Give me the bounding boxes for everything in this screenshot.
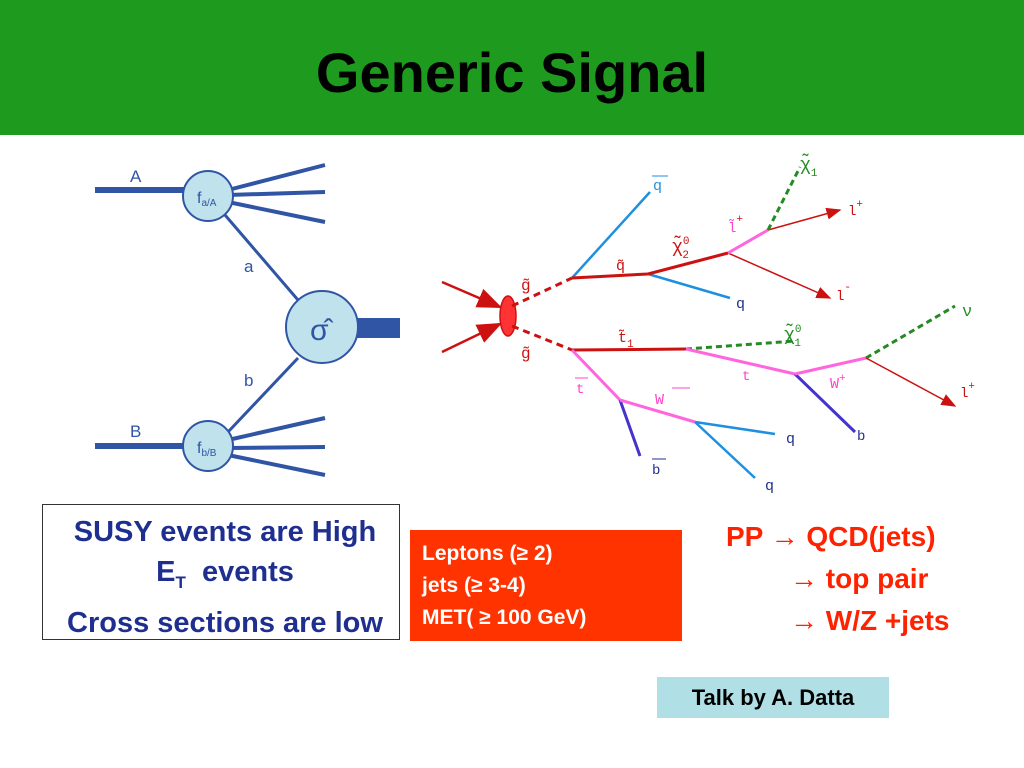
bbar-line — [618, 399, 642, 457]
neutralino1-top-label: χ̃1 — [800, 153, 818, 180]
slepton-line — [727, 228, 769, 255]
cut-met: MET( ≥ 100 GeV) — [422, 606, 587, 629]
remnant-a-3 — [227, 200, 326, 224]
qbar-label: q — [653, 178, 662, 195]
background-list: PP → QCD(jets) → top pair → W/Z +jets — [700, 516, 1000, 642]
lepton-plus-bottom-label: l+ — [960, 381, 975, 402]
lepton-minus-line — [727, 252, 832, 299]
q3-line — [694, 421, 756, 479]
remnant-b-1 — [227, 416, 326, 442]
beam-a-label: A — [130, 167, 142, 186]
remnant-b-3 — [227, 453, 326, 477]
stop-line — [571, 347, 687, 352]
susy-text-box — [42, 504, 400, 640]
q3-label: q — [765, 478, 774, 495]
incoming-proton-2 — [441, 322, 503, 354]
tbar-label: t — [576, 382, 584, 398]
pdf-a-label: fa/A — [197, 190, 217, 209]
t-label: t — [742, 369, 750, 385]
parton-b-line — [226, 356, 300, 434]
lepton-minus-label: l- — [836, 282, 851, 305]
q2-line — [694, 420, 776, 436]
beam-b-label: B — [130, 422, 141, 441]
w-plus-line — [794, 356, 867, 376]
parton-b-label: b — [244, 371, 253, 390]
pdf-b-node — [182, 420, 234, 472]
b-right-label: b — [857, 429, 865, 445]
susy-line-2: ET events — [156, 556, 294, 592]
cut-leptons: Leptons (≥ 2) — [422, 542, 553, 565]
stop-label: t̃1 — [618, 330, 634, 351]
t-line — [685, 347, 796, 376]
neutralino2-line — [647, 251, 729, 276]
qbar-line — [571, 191, 651, 279]
collision-vertex — [499, 295, 517, 337]
w-plus-label: W+ — [830, 373, 846, 393]
sigma-node — [285, 290, 359, 364]
susy-line-3: Cross sections are low — [67, 606, 383, 639]
q2-label: q — [786, 431, 795, 448]
neutrino-line — [865, 304, 956, 360]
squark-label: q̃ — [616, 258, 625, 275]
gluino-top-label: g̃ — [521, 277, 531, 295]
gluino-bottom-line — [511, 324, 573, 352]
remnant-a-1 — [227, 163, 326, 192]
b-right-line — [793, 372, 857, 434]
parton-a-line — [223, 214, 300, 301]
lepton-plus-top-line — [767, 207, 842, 231]
neutralino1-mid-line — [685, 339, 796, 351]
q1-line — [647, 272, 731, 300]
slepton-label: l̃+ — [728, 214, 743, 237]
background-wz: → W/Z +jets — [790, 605, 950, 636]
gluino-bottom-label: g̃ — [521, 345, 531, 363]
bbar-label: b — [652, 463, 660, 479]
sigma-label: σ̂ — [310, 314, 334, 347]
pdf-a-node — [182, 170, 234, 222]
incoming-proton-1 — [441, 280, 503, 309]
background-qcd: PP → QCD(jets) — [726, 521, 936, 552]
background-top: → top pair — [790, 563, 929, 594]
squark-line — [571, 272, 649, 280]
neutralino1-top-line — [766, 166, 802, 231]
remnant-b-2 — [227, 445, 326, 450]
cut-jets: jets (≥ 3-4) — [422, 574, 526, 597]
susy-text: SUSY events are High ET events Cross sec… — [30, 512, 420, 643]
selection-cuts-box: Leptons (≥ 2) jets (≥ 3-4) MET( ≥ 100 Ge… — [410, 530, 682, 641]
credit-label: Talk by A. Datta — [657, 677, 889, 718]
hard-process-out — [355, 318, 400, 338]
pdf-b-label: fb/B — [197, 440, 217, 459]
title-bar — [0, 0, 1024, 135]
w-minus-label: W — [655, 392, 664, 409]
tbar-line — [570, 348, 622, 402]
parton-a-label: a — [244, 257, 254, 276]
lepton-plus-bottom-line — [865, 357, 957, 407]
w-minus-line — [619, 398, 696, 424]
slide-title: Generic Signal — [315, 41, 709, 104]
remnant-a-2 — [227, 190, 326, 197]
q1-label: q — [736, 296, 745, 313]
lepton-plus-top-label: l+ — [848, 199, 863, 220]
susy-line-1: SUSY events are High — [73, 516, 377, 548]
neutrino-label: ν — [962, 303, 972, 322]
